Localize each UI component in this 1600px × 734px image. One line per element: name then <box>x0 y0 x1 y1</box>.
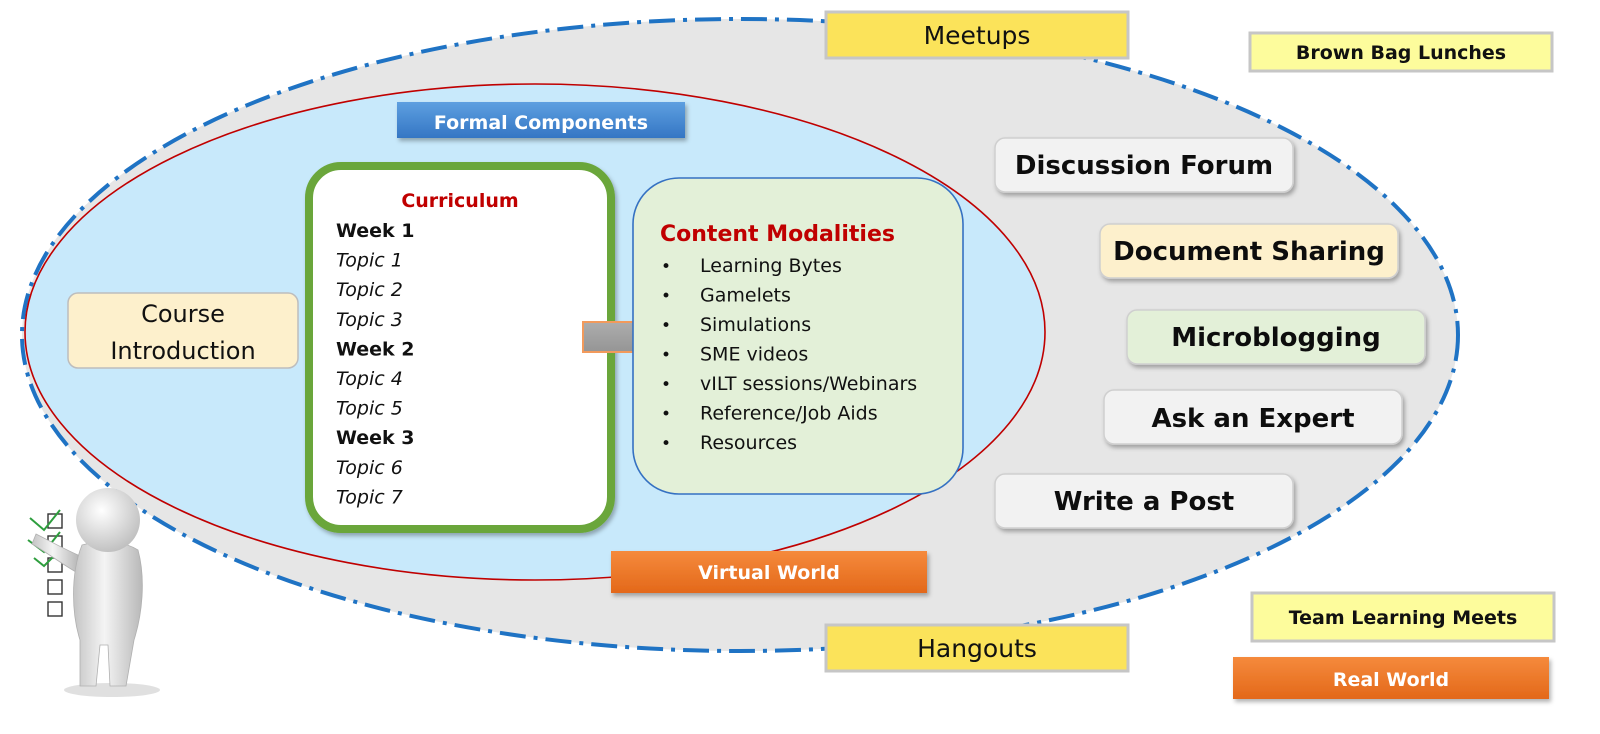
modalities-list: • Learning Bytes • Gamelets • Simulations • SME… <box>661 255 917 454</box>
curriculum-week: Week 2 <box>336 338 415 360</box>
figure-body <box>73 541 143 687</box>
formal-components-text: Formal Components <box>434 112 648 134</box>
write-a-post-text: Write a Post <box>1054 487 1235 517</box>
write-a-post-box: Write a Post <box>994 473 1294 529</box>
virtual-world-text: Virtual World <box>698 562 840 584</box>
real-world-label: Real World <box>1233 657 1549 699</box>
team-learning-meets-text: Team Learning Meets <box>1289 607 1518 629</box>
curriculum-topic: Topic 2 <box>336 279 403 301</box>
bullet-icon: • <box>661 346 671 366</box>
person-checklist-figure <box>27 488 160 697</box>
curriculum-topic: Topic 3 <box>336 309 403 331</box>
meetups-text: Meetups <box>924 21 1031 50</box>
hangouts-box: Hangouts <box>824 623 1130 673</box>
virtual-world-label: Virtual World <box>611 551 927 593</box>
meetups-box: Meetups <box>824 10 1130 60</box>
course-introduction-box: Course Introduction <box>67 292 299 369</box>
figure-arm <box>31 533 79 573</box>
modality-item: Gamelets <box>700 285 791 307</box>
curriculum-list: Week 1 Topic 1 Topic 2 Topic 3 Week 2 Topic 4… <box>336 220 415 508</box>
course-intro-line1: Course <box>141 300 225 328</box>
bullet-icon: • <box>661 375 671 395</box>
modality-item: Simulations <box>700 314 811 336</box>
figure-head <box>76 488 140 552</box>
modality-item: Learning Bytes <box>700 255 842 277</box>
modality-item: Resources <box>700 432 797 454</box>
course-intro-line2: Introduction <box>110 337 255 365</box>
curriculum-week: Week 3 <box>336 427 415 449</box>
curriculum-topic: Topic 7 <box>336 486 403 508</box>
curriculum-topic: Topic 1 <box>336 250 403 272</box>
brown-bag-lunches-box: Brown Bag Lunches <box>1248 31 1554 73</box>
modality-item: Reference/Job Aids <box>700 403 878 425</box>
real-world-text: Real World <box>1333 669 1449 691</box>
discussion-forum-box: Discussion Forum <box>994 137 1294 193</box>
bullet-icon: • <box>661 287 671 307</box>
checklist-icon <box>47 513 63 617</box>
curriculum-title: Curriculum <box>401 190 518 212</box>
team-learning-meets-box: Team Learning Meets <box>1250 591 1556 643</box>
curriculum-topic: Topic 6 <box>336 457 403 479</box>
brown-bag-lunches-text: Brown Bag Lunches <box>1296 42 1506 64</box>
bullet-icon: • <box>661 316 671 336</box>
microblogging-box: Microblogging <box>1126 309 1426 365</box>
curriculum-topic: Topic 5 <box>336 398 403 420</box>
bullet-icon: • <box>661 405 671 425</box>
content-modalities-box: Content Modalities • Learning Bytes • Gamel… <box>632 177 964 495</box>
formal-components-label: Formal Components <box>397 102 685 138</box>
curriculum-topic: Topic 4 <box>336 368 403 390</box>
discussion-forum-text: Discussion Forum <box>1015 151 1273 181</box>
hangouts-text: Hangouts <box>917 634 1037 663</box>
figure-shadow <box>64 683 160 697</box>
modality-item: vILT sessions/Webinars <box>700 373 917 395</box>
ask-an-expert-text: Ask an Expert <box>1151 404 1354 434</box>
ask-an-expert-box: Ask an Expert <box>1103 389 1403 445</box>
modality-item: SME videos <box>700 344 808 366</box>
bullet-icon: • <box>661 257 671 277</box>
microblogging-text: Microblogging <box>1171 323 1381 353</box>
document-sharing-box: Document Sharing <box>1099 223 1399 279</box>
document-sharing-text: Document Sharing <box>1113 237 1385 267</box>
curriculum-week: Week 1 <box>336 220 415 242</box>
content-modalities-title: Content Modalities <box>660 222 895 247</box>
bullet-icon: • <box>661 434 671 454</box>
